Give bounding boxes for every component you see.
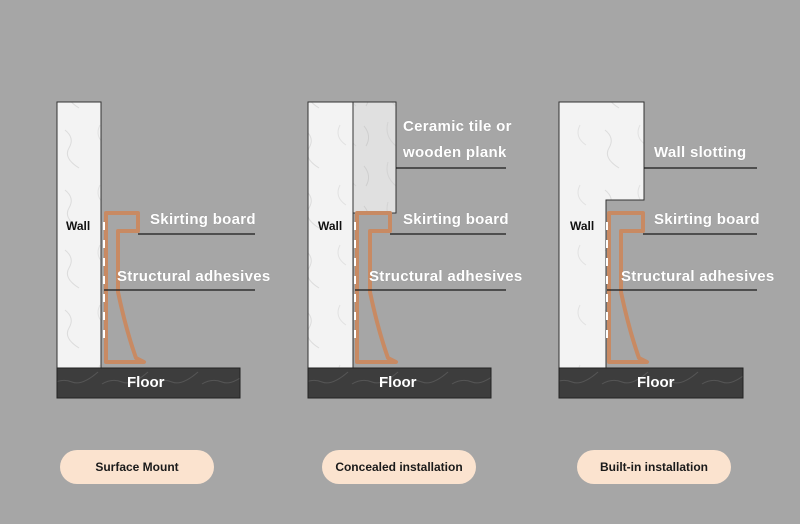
caption-surface-mount: Surface Mount [60, 450, 214, 484]
caption-concealed-installation: Concealed installation [322, 450, 476, 484]
tile-label-line2: wooden plank [403, 144, 507, 161]
floor-slab [307, 367, 492, 399]
floor-label: Floor [127, 374, 165, 391]
floor-label: Floor [379, 374, 417, 391]
panel-surface-mount [56, 101, 255, 399]
skirting-profile [607, 211, 649, 364]
structural-adhesives-label: Structural adhesives [621, 268, 775, 285]
skirting-board-label: Skirting board [150, 211, 256, 228]
floor-slab [56, 367, 241, 399]
tile-label-line1: Ceramic tile or [403, 118, 512, 135]
structural-adhesives-label: Structural adhesives [117, 268, 271, 285]
panel-built-in-installation [558, 101, 757, 399]
skirting-board-label: Skirting board [403, 211, 509, 228]
structural-adhesives-label: Structural adhesives [369, 268, 523, 285]
wall-block [307, 101, 354, 369]
floor-label: Floor [637, 374, 675, 391]
floor-slab [558, 367, 744, 399]
wall-block [56, 101, 102, 369]
caption-built-in-installation: Built-in installation [577, 450, 731, 484]
skirting-board-label: Skirting board [654, 211, 760, 228]
tile-block [352, 101, 397, 214]
skirting-profile [104, 211, 146, 364]
wall-label: Wall [318, 219, 343, 233]
wall-slotting-label: Wall slotting [654, 144, 747, 161]
skirting-profile [355, 211, 398, 364]
wall-label: Wall [66, 219, 91, 233]
wall-label: Wall [570, 219, 595, 233]
panel-concealed-installation [307, 101, 506, 399]
